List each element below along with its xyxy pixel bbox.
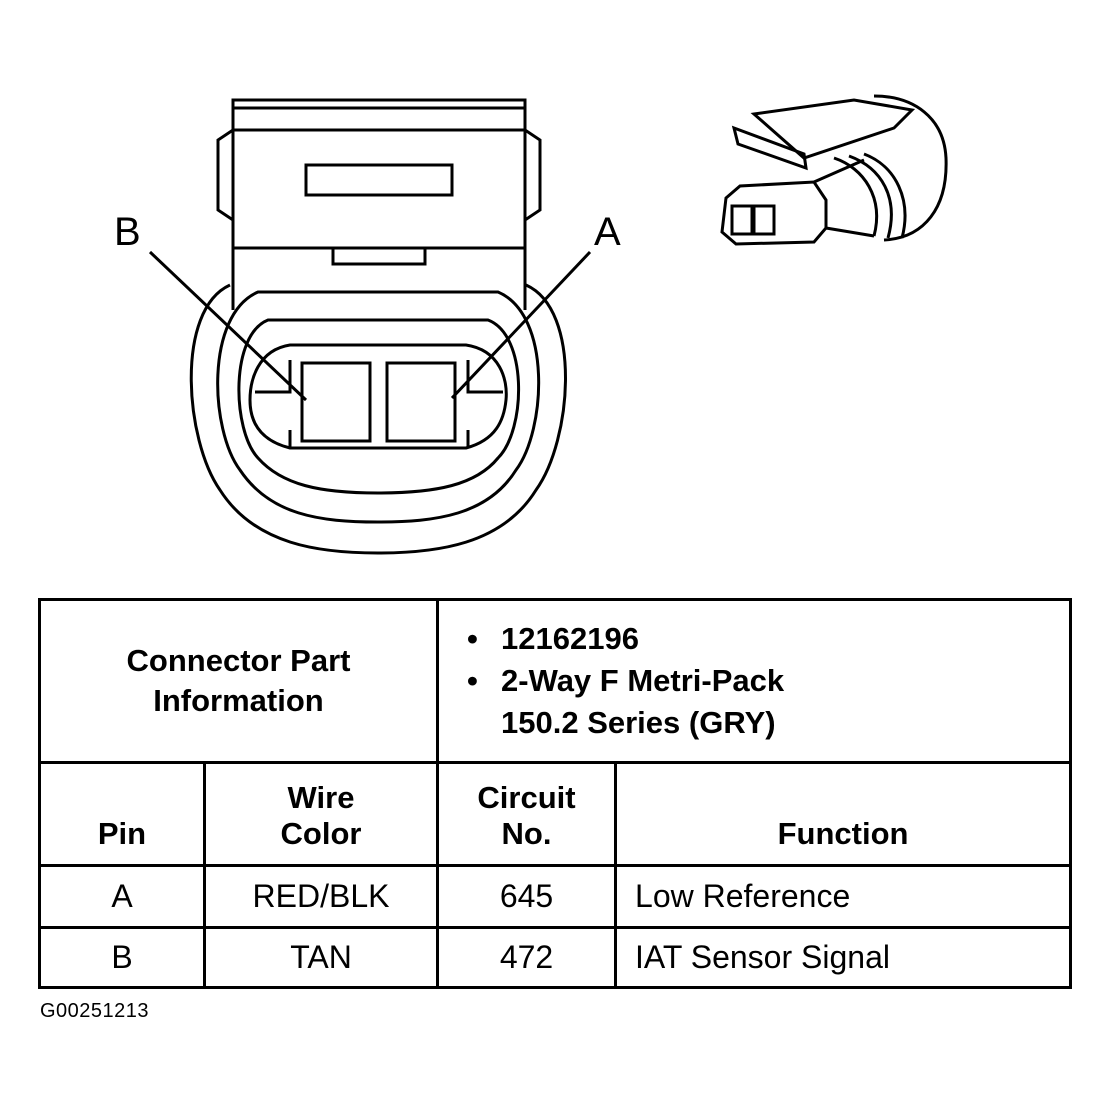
side-ridge-3 xyxy=(863,152,907,239)
side-body-outline xyxy=(873,94,948,242)
table-row: B TAN 472 IAT Sensor Signal xyxy=(38,926,1073,989)
connector-type-line1: 2-Way F Metri-Pack xyxy=(501,663,785,698)
connector-diagram: B A xyxy=(114,94,948,555)
side-nose-top-edge xyxy=(813,158,865,184)
info-label-line1: Connector Part xyxy=(126,643,351,678)
connector-type-item: • 2-Way F Metri-Pack 150.2 Series (GRY) xyxy=(467,660,1069,744)
column-header-circuit-no-line1: Circuit xyxy=(477,780,576,815)
column-header-circuit-no-line2: No. xyxy=(501,816,552,851)
figure-id: G00251213 xyxy=(40,1000,150,1022)
column-header-wire-color-line1: Wire xyxy=(287,780,355,815)
latch-top-band xyxy=(231,106,527,132)
side-nose-bottom-edge xyxy=(825,226,875,238)
wire-color-cell: TAN xyxy=(202,926,440,989)
table-row: A RED/BLK 645 Low Reference xyxy=(38,864,1073,929)
connector-side-view-drawing xyxy=(720,94,948,246)
housing-outer-ring xyxy=(189,283,567,555)
column-header-pin: Pin xyxy=(38,761,206,867)
side-terminal-2 xyxy=(752,204,776,236)
pin-cell: B xyxy=(38,926,206,989)
table-header-row: Pin Wire Color Circuit No. Function xyxy=(38,761,1073,867)
cavity-right-key xyxy=(466,360,503,394)
bullet-icon: • xyxy=(467,663,478,698)
latch-window xyxy=(304,163,454,197)
side-latch xyxy=(750,98,916,160)
side-ridge-1 xyxy=(833,156,879,237)
connector-part-info-values: • 12162196 • 2-Way F Metri-Pack 150.2 Se… xyxy=(436,598,1073,764)
latch-tab xyxy=(331,246,427,266)
column-header-wire-color-line2: Color xyxy=(280,816,362,851)
side-latch-tip xyxy=(731,125,808,171)
column-header-function: Function xyxy=(614,761,1073,867)
function-cell: IAT Sensor Signal xyxy=(614,926,1073,989)
terminal-a xyxy=(385,361,457,443)
column-header-circuit-no: Circuit No. xyxy=(436,761,618,867)
housing-inner-ring xyxy=(237,318,520,495)
column-header-wire-color: Wire Color xyxy=(202,761,440,867)
circuit-cell: 472 xyxy=(436,926,618,989)
side-terminal-1 xyxy=(730,204,754,236)
circuit-cell: 645 xyxy=(436,864,618,929)
pin-cell: A xyxy=(38,864,206,929)
connector-pin-table: Connector Part Information • 12162196 • … xyxy=(37,598,1073,989)
function-cell: Low Reference xyxy=(614,864,1073,929)
part-number-item: • 12162196 xyxy=(467,618,1069,660)
cavity-left-key xyxy=(255,360,292,394)
housing-middle-ring xyxy=(216,290,541,524)
info-label-line2: Information xyxy=(153,683,324,718)
table-info-row: Connector Part Information • 12162196 • … xyxy=(37,598,1073,764)
terminal-b xyxy=(300,361,372,443)
wire-color-cell: RED/BLK xyxy=(202,864,440,929)
connector-part-info-label: Connector Part Information xyxy=(37,598,440,764)
connector-front-view-drawing xyxy=(148,98,592,555)
latch-left-side xyxy=(216,128,234,222)
latch-top-edge xyxy=(231,98,527,108)
side-ridge-2 xyxy=(848,154,893,239)
bullet-icon: • xyxy=(467,621,478,656)
callout-pin-a: A xyxy=(594,210,621,254)
callout-pin-b: B xyxy=(114,210,141,254)
column-header-function-line2: Function xyxy=(777,816,909,851)
connector-type-line2: 150.2 Series (GRY) xyxy=(501,705,776,740)
column-header-pin-line2: Pin xyxy=(97,816,147,851)
part-number: 12162196 xyxy=(501,621,639,656)
terminal-cavity xyxy=(248,343,508,450)
latch-right-side xyxy=(524,128,542,222)
leader-line-a xyxy=(450,250,592,400)
leader-line-b xyxy=(148,250,308,402)
